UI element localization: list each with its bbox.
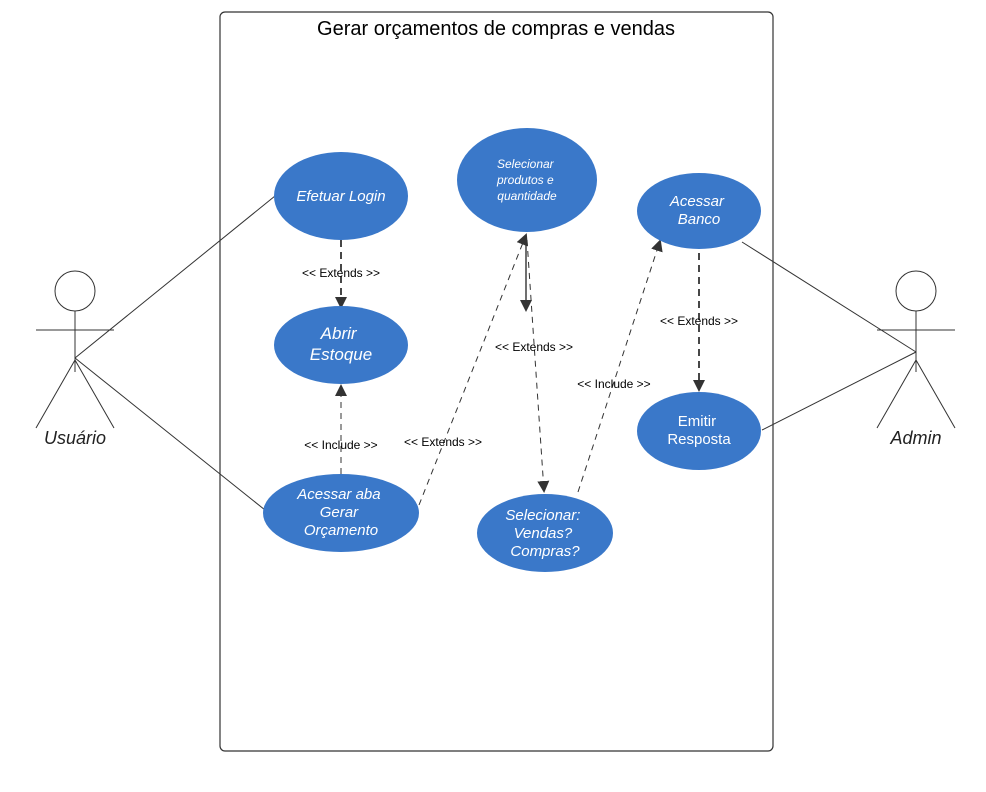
svg-text:Selecionar: Vendas?: Selecionar: Vendas? Compras?: [505, 507, 584, 560]
use-case-acessar-banco[interactable]: Acessar Banco: [637, 173, 761, 249]
use-case-label: Abrir: [320, 324, 358, 343]
use-case-label: Compras?: [510, 543, 580, 560]
dep-vendas-banco: [577, 239, 663, 493]
system-boundary: [219, 11, 774, 752]
use-case-label: quantidade: [497, 189, 557, 203]
use-case-label: Resposta: [667, 431, 731, 448]
use-case-label: Gerar: [320, 504, 359, 521]
use-case-label: Acessar: [669, 193, 725, 210]
svg-text:Acessar Banco: Acessar Banco: [669, 193, 728, 228]
use-case-label: Vendas?: [514, 525, 573, 542]
use-case-label: Selecionar: [497, 157, 555, 171]
assoc-usuario-aba: [74, 357, 266, 511]
svg-text:Abrir Estoque: Abrir Estoque: [310, 324, 372, 364]
use-case-label: Banco: [678, 211, 721, 228]
use-case-selecionar-vendas[interactable]: Selecionar: Vendas? Compras?: [477, 494, 613, 572]
use-case-abrir-estoque[interactable]: Abrir Estoque: [274, 306, 408, 384]
use-case-label: Estoque: [310, 345, 372, 364]
actor-admin-label: Admin: [889, 428, 941, 448]
use-case-emitir-resposta[interactable]: Emitir Resposta: [637, 392, 761, 470]
svg-text:Efetuar Login: Efetuar Login: [296, 188, 385, 205]
use-case-label: Orçamento: [304, 522, 378, 539]
dep-produtos-vendas: [526, 239, 550, 493]
assoc-admin-resposta: [761, 351, 917, 431]
label-aba-extends: << Extends >>: [404, 435, 482, 449]
label-vendas-include: << Include >>: [577, 377, 650, 391]
use-case-acessar-aba[interactable]: Acessar aba Gerar Orçamento: [263, 474, 419, 552]
actor-admin-head: [895, 270, 937, 312]
use-case-label: Efetuar Login: [296, 188, 385, 205]
actor-usuario-label: Usuário: [44, 428, 106, 448]
use-case-label: Acessar aba: [296, 486, 380, 503]
actor-usuario: [35, 270, 115, 429]
actor-usuario-head: [54, 270, 96, 312]
label-produtos-extends: << Extends >>: [495, 340, 573, 354]
svg-text:Selecionar produtos e: Selecionar produtos e quantidade: [496, 157, 557, 203]
label-aba-include: << Include >>: [304, 438, 377, 452]
actor-admin: [876, 270, 956, 429]
use-case-label: Selecionar:: [505, 507, 580, 524]
use-case-efetuar-login[interactable]: Efetuar Login: [274, 152, 408, 240]
assoc-admin-banco: [741, 241, 917, 353]
use-case-label: produtos e: [496, 173, 554, 187]
system-title: Gerar orçamentos de compras e vendas: [317, 18, 675, 40]
use-case-selecionar-produtos[interactable]: Selecionar produtos e quantidade: [457, 128, 597, 232]
assoc-usuario-login: [74, 195, 276, 359]
svg-text:Acessar aba Gerar: Acessar aba Gerar Orçamento: [296, 486, 385, 539]
dependencies: [335, 233, 705, 506]
label-login-extends: << Extends >>: [302, 266, 380, 280]
dep-aba-produtos: [418, 233, 528, 506]
svg-text:Emitir Resposta: Emitir Resposta: [667, 413, 731, 448]
associations: [74, 195, 917, 511]
label-banco-extends: << Extends >>: [660, 314, 738, 328]
use-case-label: Emitir: [678, 413, 716, 430]
